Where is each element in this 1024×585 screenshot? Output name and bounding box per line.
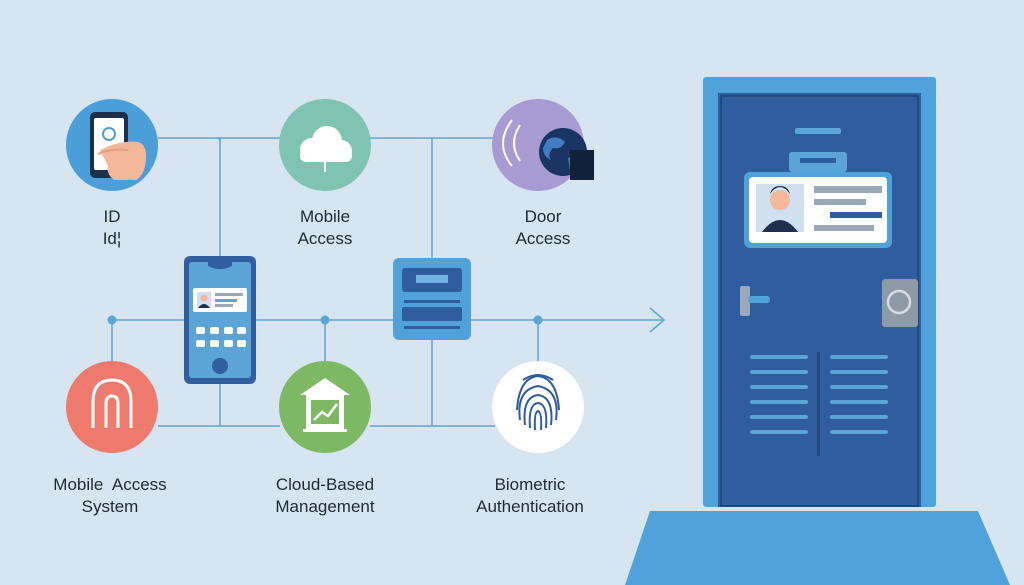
id-node[interactable] [66, 99, 158, 191]
cloud-management-label: Cloud-Based Management [225, 474, 425, 518]
cloud-management-label-line1: Cloud-Based [275, 475, 375, 494]
phone-hand-icon [90, 112, 146, 180]
connector-dots [107, 315, 543, 325]
cloud-management-label-line2: Management [275, 497, 375, 516]
mobile-access-system-circle [66, 361, 158, 453]
id-label: ID Id¦ [12, 206, 212, 250]
globe-nfc-icon [502, 119, 594, 180]
arch-icon [91, 378, 133, 428]
biometric-node[interactable] [492, 361, 584, 453]
mobile-access-system-label: Mobile Access System [10, 474, 210, 518]
mobile-access-system-label-line1: Mobile Access [53, 475, 167, 494]
biometric-label-line2: Authentication [476, 497, 584, 516]
mobile-access-node[interactable] [279, 99, 371, 191]
mobile-access-system-label-line2: System [81, 497, 139, 516]
door-access-label: Door Access [443, 206, 643, 250]
door-access-node[interactable] [492, 99, 594, 191]
biometric-label-line1: Biometric [494, 475, 566, 494]
mobile-access-label: Mobile Access [225, 206, 425, 250]
door-access-label-line1: Door [524, 207, 562, 226]
biometric-circle [492, 361, 584, 453]
door-access-label-line2: Access [515, 229, 571, 248]
door-vents [750, 352, 888, 456]
id-label-line1: ID [103, 207, 121, 226]
id-label-line2: Id¦ [102, 229, 122, 248]
mobile-access-label-line2: Access [297, 229, 353, 248]
cloud-management-node[interactable] [279, 361, 371, 453]
house-chart-icon [300, 378, 350, 432]
access-controller-icon[interactable] [393, 258, 471, 340]
mobile-access-system-node[interactable] [66, 361, 158, 453]
cloud-icon [300, 126, 352, 172]
door-handle[interactable] [740, 286, 750, 316]
door-floor [625, 511, 1010, 585]
card-reader[interactable] [882, 279, 918, 327]
biometric-label: Biometric Authentication [430, 474, 630, 518]
door-icon[interactable] [625, 77, 1010, 585]
fingerprint-icon [516, 374, 560, 431]
mobile-access-label-line1: Mobile [299, 207, 351, 226]
smartphone-keypad-icon[interactable] [184, 256, 256, 384]
